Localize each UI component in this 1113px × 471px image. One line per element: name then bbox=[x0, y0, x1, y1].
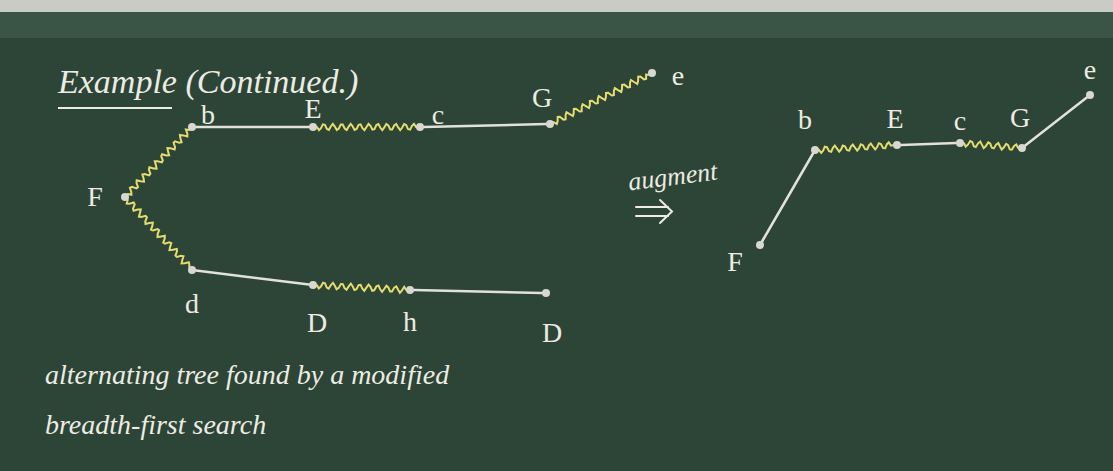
vertex-label: c bbox=[432, 100, 444, 130]
vertex-dot: c bbox=[416, 123, 424, 131]
board-shade bbox=[0, 12, 1113, 38]
matched-edge bbox=[819, 142, 893, 152]
title-underline bbox=[58, 107, 172, 109]
vertex-label: D bbox=[307, 308, 327, 338]
matched-edge bbox=[964, 141, 1018, 150]
vertex-dot: G bbox=[546, 120, 554, 128]
caption: alternating tree found by a modified bre… bbox=[45, 350, 485, 450]
vertex-label: b bbox=[798, 105, 812, 135]
vertex-dot: c bbox=[956, 139, 964, 147]
matched-edge bbox=[317, 283, 406, 293]
vertex-dot: b bbox=[188, 123, 196, 131]
vertex-label: c bbox=[954, 106, 966, 136]
vertex-dot: D bbox=[542, 289, 550, 297]
vertex-dot: e bbox=[1086, 91, 1094, 99]
vertex-dot: D bbox=[309, 281, 317, 289]
vertex-label: F bbox=[87, 182, 103, 212]
vertex-label: h bbox=[403, 307, 417, 337]
vertex-label: e bbox=[672, 61, 684, 91]
board-frame bbox=[0, 0, 1113, 12]
vertex-dot: F bbox=[121, 193, 129, 201]
vertex-dot: E bbox=[309, 123, 317, 131]
vertex-label: F bbox=[727, 247, 743, 277]
vertex-label: E bbox=[304, 94, 321, 124]
matched-edge bbox=[128, 130, 189, 195]
vertex-dot: E bbox=[893, 141, 901, 149]
unmatched-edge bbox=[901, 143, 956, 145]
vertex-dot: G bbox=[1018, 144, 1026, 152]
vertex-label: b bbox=[201, 100, 215, 130]
matched-edge bbox=[127, 200, 190, 267]
unmatched-edge bbox=[762, 154, 813, 242]
vertex-dot: b bbox=[811, 146, 819, 154]
implies-arrow bbox=[636, 200, 672, 223]
vertex-label: G bbox=[1010, 103, 1030, 133]
vertex-dot: h bbox=[406, 286, 414, 294]
unmatched-edge bbox=[414, 290, 542, 293]
vertex-label: D bbox=[542, 318, 562, 348]
vertex-label: G bbox=[532, 83, 552, 113]
matched-edge bbox=[317, 124, 416, 130]
vertex-label: d bbox=[185, 289, 199, 319]
vertex-dot: e bbox=[648, 69, 656, 77]
vertex-label: e bbox=[1084, 55, 1096, 85]
vertex-label: E bbox=[886, 104, 903, 134]
unmatched-edge bbox=[1025, 98, 1087, 146]
vertex-dot: d bbox=[188, 266, 196, 274]
matched-edge bbox=[554, 75, 649, 125]
unmatched-edge bbox=[196, 271, 309, 285]
vertex-dot: F bbox=[756, 241, 764, 249]
